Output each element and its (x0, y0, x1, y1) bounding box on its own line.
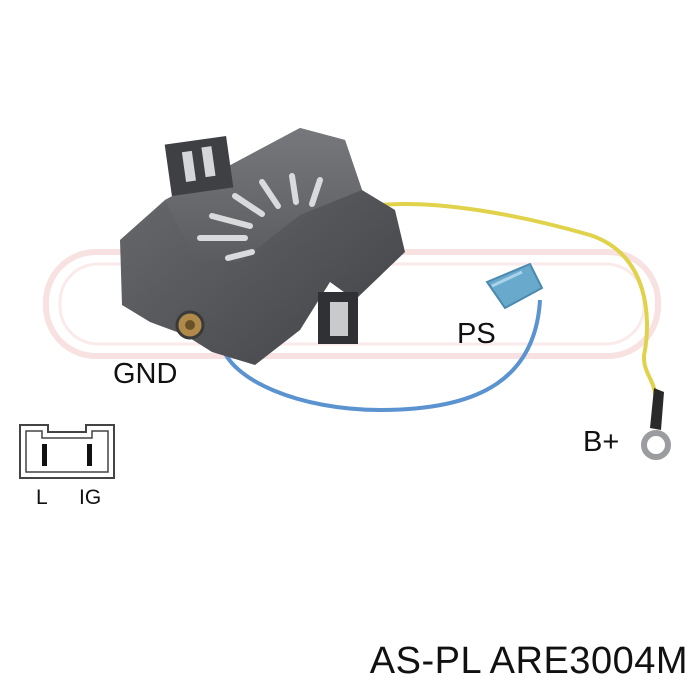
gnd-label: GND (113, 358, 178, 390)
ig-pin-label: IG (79, 486, 102, 509)
ps-label: PS (457, 318, 496, 350)
ps-wire (220, 299, 542, 413)
pin-ig (87, 444, 92, 466)
part-number-caption: AS-PL ARE3004M (369, 640, 688, 682)
voltage-regulator-body (120, 128, 405, 365)
pin-l (42, 444, 47, 466)
connector-pinout-diagram (19, 424, 115, 479)
ring-terminal (641, 388, 671, 460)
l-pin-label: L (36, 486, 48, 509)
b-plus-wire (379, 202, 657, 396)
b-plus-label: B+ (583, 426, 620, 458)
spade-terminal (485, 262, 544, 310)
